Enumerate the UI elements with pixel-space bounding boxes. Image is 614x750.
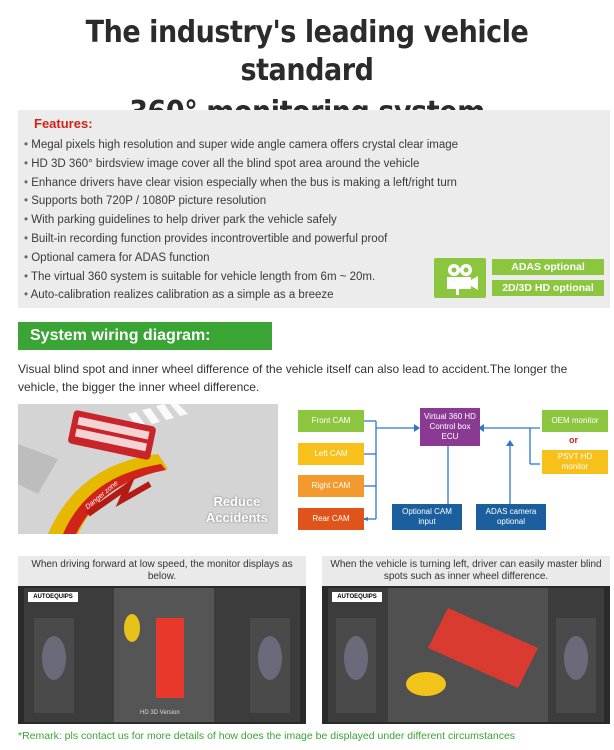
- front-cam-box: Front CAM: [298, 410, 364, 432]
- road-illustration: Danger zone Reduce Accidents: [18, 404, 278, 534]
- wiring-intro: Visual blind spot and inner wheel differ…: [18, 362, 568, 394]
- turning-monitor-image: AUTOEQUIPS: [328, 588, 604, 722]
- optional-cam-input-box: Optional CAM input: [392, 504, 462, 530]
- title-line-1: The industry's leading vehicle standard: [85, 15, 529, 88]
- hd-version-label: HD 3D Version: [140, 710, 180, 716]
- rear-cam-box: Rear CAM: [298, 508, 364, 530]
- features-panel: Features: Megal pixels high resolution a…: [18, 110, 610, 308]
- forward-view-caption: When driving forward at low speed, the m…: [18, 556, 306, 586]
- features-list: Megal pixels high resolution and super w…: [24, 136, 458, 305]
- oem-monitor-box: OEM monitor: [542, 410, 608, 432]
- ecu-box: Virtual 360 HD Control box ECU: [420, 408, 480, 446]
- feature-item: Supports both 720P / 1080P picture resol…: [24, 192, 458, 211]
- feature-item: Auto-calibration realizes calibration as…: [24, 286, 458, 305]
- options-box: ADAS optional 2D/3D HD optional: [434, 258, 606, 298]
- video-camera-icon: [434, 258, 486, 298]
- bus-icon: [68, 410, 156, 460]
- hd-optional-badge: 2D/3D HD optional: [492, 280, 604, 296]
- forward-view-panel: When driving forward at low speed, the m…: [18, 556, 306, 724]
- feature-item: Megal pixels high resolution and super w…: [24, 136, 458, 155]
- reduce-accidents-label: Reduce Accidents: [206, 494, 268, 526]
- psvt-monitor-box: PSVT HD monitor: [542, 450, 608, 474]
- feature-item: HD 3D 360° birdsview image cover all the…: [24, 155, 458, 174]
- or-label: or: [569, 435, 578, 445]
- remark-note: *Remark: pls contact us for more details…: [18, 730, 516, 742]
- connector-lines: [362, 420, 540, 521]
- feature-item: With parking guidelines to help driver p…: [24, 211, 458, 230]
- brand-logo: AUTOEQUIPS: [28, 592, 78, 602]
- bus-turning-illustration: [18, 404, 278, 534]
- reduce-line-1: Reduce: [213, 494, 261, 509]
- right-cam-box: Right CAM: [298, 475, 364, 497]
- forward-monitor-image: AUTOEQUIPS HD 3D Version: [24, 588, 300, 722]
- turning-view-panel: When the vehicle is turning left, driver…: [322, 556, 610, 724]
- adas-camera-box: ADAS camera optional: [476, 504, 546, 530]
- adas-optional-badge: ADAS optional: [492, 259, 604, 275]
- feature-item: The virtual 360 system is suitable for v…: [24, 268, 458, 287]
- wiring-diagram: Front CAM Left CAM Right CAM Rear CAM Vi…: [296, 404, 612, 534]
- features-heading: Features:: [34, 116, 93, 131]
- feature-item: Built-in recording function provides inc…: [24, 230, 458, 249]
- left-cam-box: Left CAM: [298, 443, 364, 465]
- reduce-line-2: Accidents: [205, 510, 268, 525]
- turning-view-caption: When the vehicle is turning left, driver…: [322, 556, 610, 586]
- feature-item: Optional camera for ADAS function: [24, 249, 458, 268]
- feature-item: Enhance drivers have clear vision especi…: [24, 174, 458, 193]
- wiring-heading: System wiring diagram:: [18, 322, 272, 350]
- brand-logo: AUTOEQUIPS: [332, 592, 382, 602]
